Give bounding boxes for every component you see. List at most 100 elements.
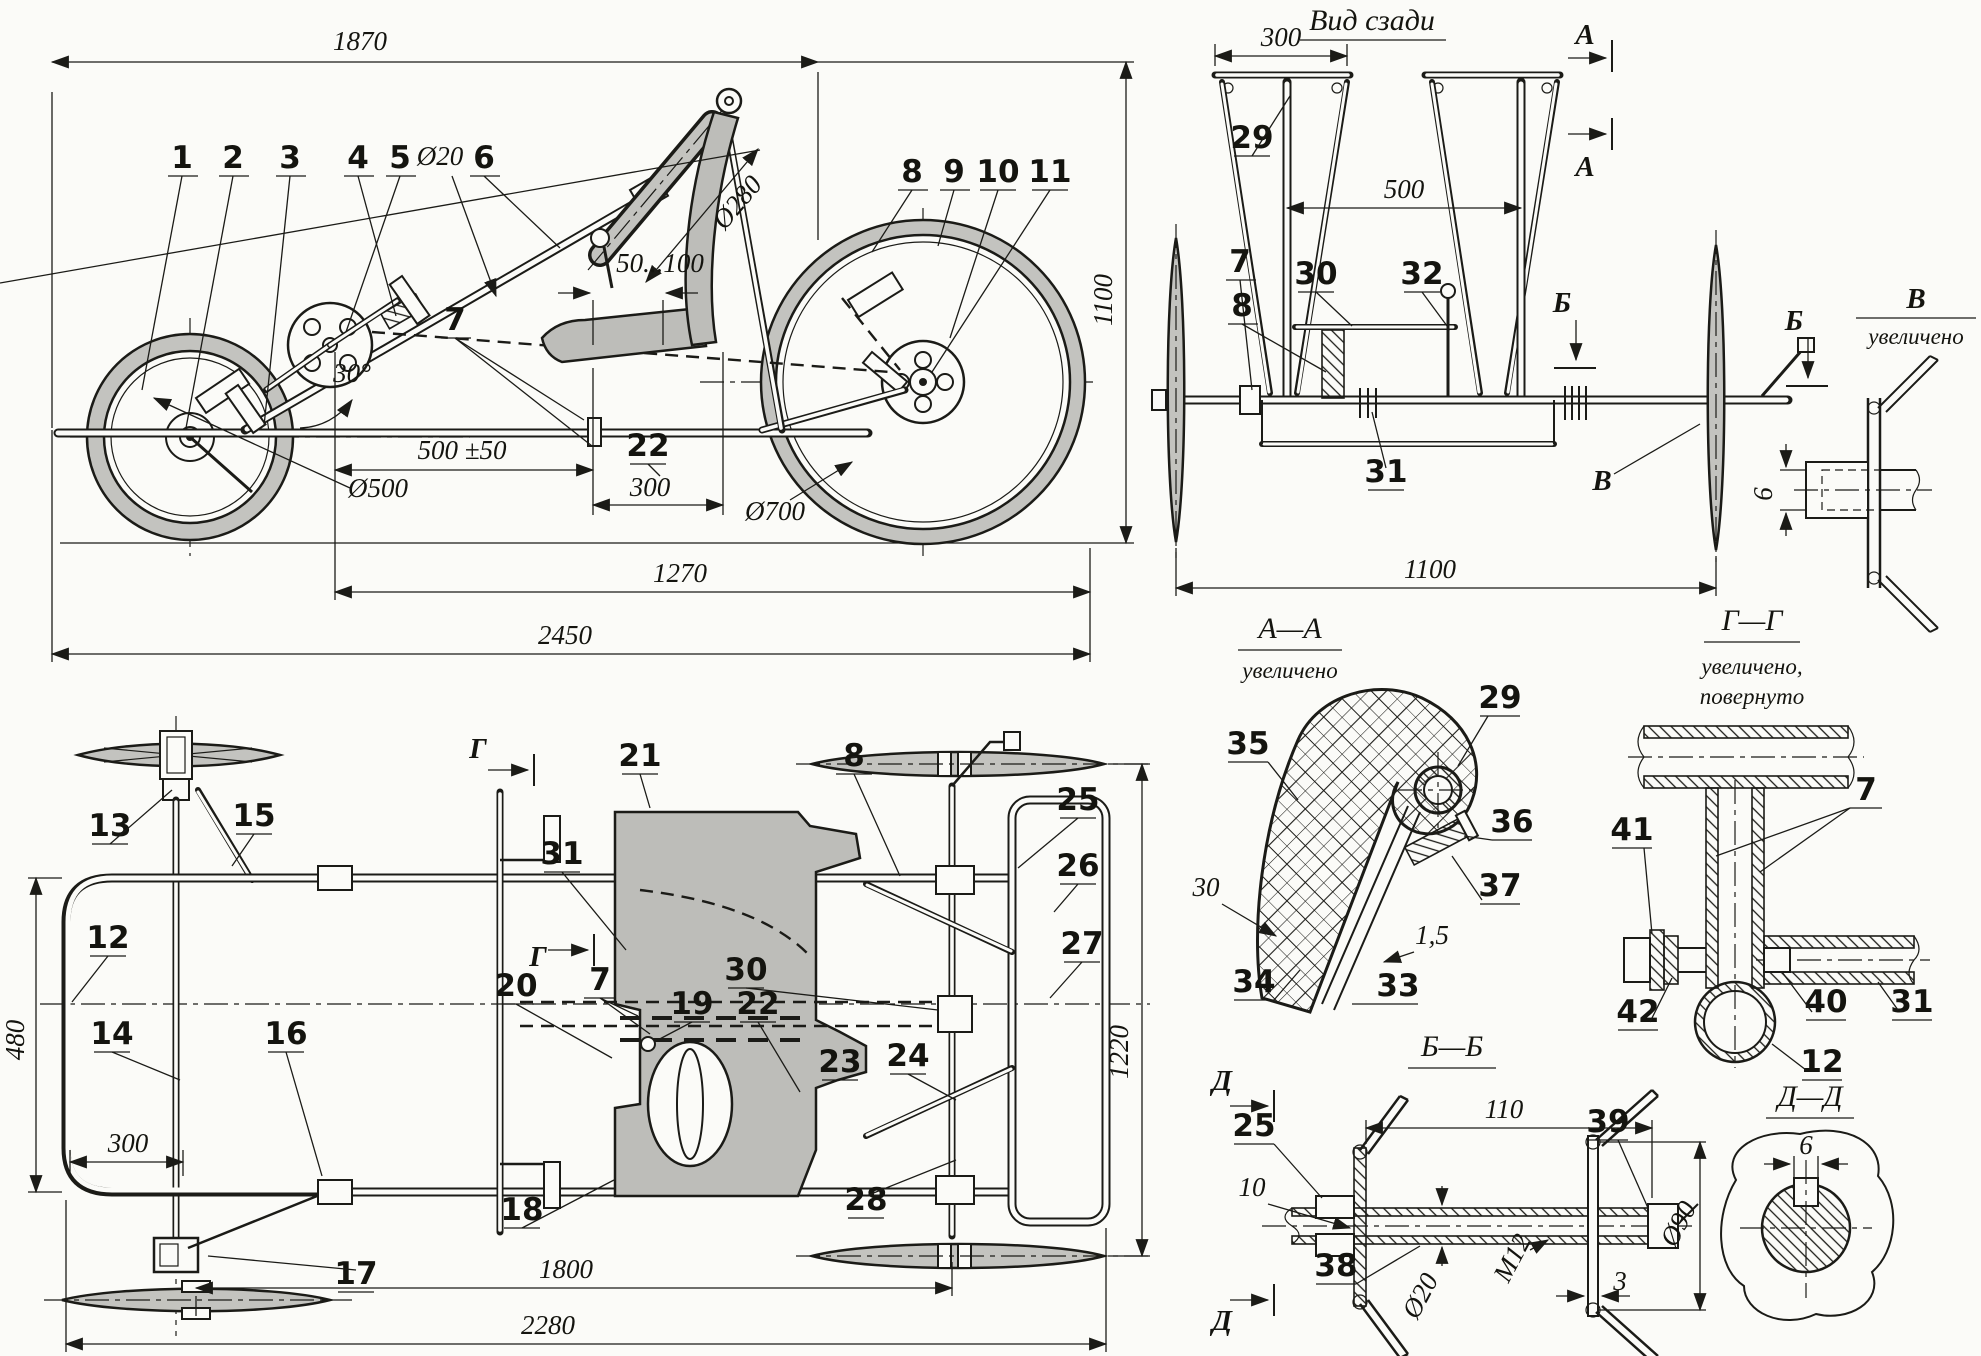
section-gg-note2: повернуто [1700, 684, 1804, 709]
section-gg-note1: увеличено, [1699, 654, 1802, 679]
rear-dim-500: 500 [1384, 174, 1425, 204]
rear-dim-300: 300 [1260, 22, 1302, 52]
gg-callout-12: 12 [1800, 1044, 1843, 1080]
callout-7: 7 [444, 302, 466, 338]
rear-view-title: Вид сзади [1309, 4, 1435, 37]
callout-9: 9 [943, 154, 965, 190]
callout-40: 40 [1804, 984, 1847, 1020]
callout-3: 3 [279, 140, 301, 176]
callout-33: 33 [1376, 968, 1419, 1004]
top-dim-1800: 1800 [539, 1254, 594, 1284]
section-mark-b-right: Б [1784, 305, 1803, 337]
section-mark-g-bot: Г [528, 941, 547, 973]
callout-16: 16 [264, 1016, 307, 1052]
rear-dim-1100: 1100 [1404, 554, 1456, 584]
dim-angle: 30° [332, 358, 371, 388]
top-view: Г Г 12 13 14 15 16 17 18 19 20 21 22 23 … [0, 716, 1150, 1352]
callout-6: 6 [473, 140, 495, 176]
callout-19: 19 [670, 986, 713, 1022]
detail-v-letter: В [1905, 283, 1925, 315]
callout-18: 18 [500, 1192, 543, 1228]
section-mark-a-bot: А [1573, 151, 1594, 183]
callout-21: 21 [618, 738, 661, 774]
section-mark-d-top: Д [1209, 1065, 1233, 1097]
top-callout-30: 30 [724, 952, 767, 988]
dd-dim-6: 6 [1799, 1130, 1813, 1160]
section-d-d: Д—Д 6 [1720, 1080, 1895, 1322]
callout-15: 15 [232, 798, 275, 834]
callout-1: 1 [171, 140, 193, 176]
callout-37: 37 [1478, 868, 1521, 904]
rear-wheel [759, 218, 1087, 546]
dim-lever-range: 50...100 [616, 248, 704, 278]
callout-22: 22 [626, 428, 669, 464]
callout-23: 23 [818, 1044, 861, 1080]
callout-8: 8 [901, 154, 923, 190]
callout-4: 4 [347, 140, 369, 176]
aa-callout-29: 29 [1478, 680, 1521, 716]
bb-dim-d20: Ø20 [1395, 1268, 1444, 1324]
aa-dim-30: 30 [1192, 872, 1221, 902]
dim-overall-top: 1870 [333, 26, 388, 56]
callout-13: 13 [88, 808, 131, 844]
callout-2: 2 [222, 140, 244, 176]
rear-callout-30: 30 [1294, 256, 1337, 292]
top-callout-8: 8 [843, 738, 865, 774]
section-mark-g-top: Г [468, 733, 487, 765]
detail-v: В увеличено 6 [1748, 283, 1976, 633]
section-b-b: Б—Б Д Д 25 10 38 39 110 Ø20 M12 Ø90 3 [1209, 1030, 1707, 1356]
section-gg-title: Г—Г [1721, 604, 1785, 637]
gg-callout-31: 31 [1890, 984, 1933, 1020]
dim-overall-length: 2450 [538, 620, 593, 650]
rear-callout-8: 8 [1231, 288, 1253, 324]
callout-36: 36 [1490, 804, 1533, 840]
callout-32: 32 [1400, 256, 1443, 292]
rear-callout-7: 7 [1229, 244, 1251, 280]
callout-42: 42 [1616, 994, 1659, 1030]
dim-seat-depth: 300 [629, 472, 671, 502]
section-bb-title: Б—Б [1420, 1030, 1483, 1063]
callout-38: 38 [1314, 1248, 1357, 1284]
top-dim-300: 300 [107, 1128, 149, 1158]
callout-28: 28 [844, 1182, 887, 1218]
gg-callout-7: 7 [1855, 772, 1877, 808]
callout-17: 17 [334, 1256, 377, 1292]
callout-39: 39 [1586, 1104, 1629, 1140]
section-mark-d-bot: Д [1209, 1305, 1233, 1337]
section-a-a: А—А увеличено 30 1,5 35 29 36 37 34 33 [1192, 612, 1534, 1014]
dim-height: 1100 [1088, 274, 1118, 326]
aa-dim-1-5: 1,5 [1415, 920, 1449, 950]
callout-29: 29 [1230, 120, 1273, 156]
bb-dim-110: 110 [1485, 1094, 1524, 1124]
detail-v-note: увеличено [1866, 324, 1963, 349]
callout-11: 11 [1028, 154, 1071, 190]
top-dim-1220: 1220 [1104, 1025, 1134, 1080]
bb-dim-10: 10 [1239, 1172, 1267, 1202]
dim-rear-wheel-dia: Ø700 [744, 496, 805, 526]
top-callout-22: 22 [736, 986, 779, 1022]
section-aa-note: увеличено [1240, 658, 1337, 683]
section-aa-title: А—А [1256, 612, 1322, 645]
bb-dim-3: 3 [1612, 1266, 1627, 1296]
callout-35: 35 [1226, 726, 1269, 762]
callout-24: 24 [886, 1038, 929, 1074]
top-dim-480: 480 [0, 1019, 30, 1060]
callout-26: 26 [1056, 848, 1099, 884]
callout-10: 10 [976, 154, 1019, 190]
pedal-crank [224, 274, 431, 435]
rear-callout-31: 31 [1364, 454, 1407, 490]
top-callout-7: 7 [589, 962, 611, 998]
side-callouts: 1 2 3 4 5 Ø20 6 8 9 10 11 7 22 [141, 140, 1072, 477]
section-mark-b-left: Б [1552, 287, 1571, 319]
callout-12: 12 [86, 920, 129, 956]
top-dim-2280: 2280 [521, 1310, 576, 1340]
callout-34: 34 [1232, 964, 1275, 1000]
rear-view: Вид сзади 300 500 1100 А А Б Б В 29 7 [1151, 4, 1828, 596]
side-view: 1870 1100 Ø280 1 2 3 4 5 Ø20 6 8 9 10 11… [0, 26, 1134, 662]
callout-5: 5 [389, 140, 411, 176]
section-g-g: Г—Г увеличено, повернуто 41 7 42 40 31 1… [1610, 604, 1934, 1081]
section-dd-title: Д—Д [1775, 1080, 1845, 1113]
bb-callout-25: 25 [1232, 1108, 1275, 1144]
